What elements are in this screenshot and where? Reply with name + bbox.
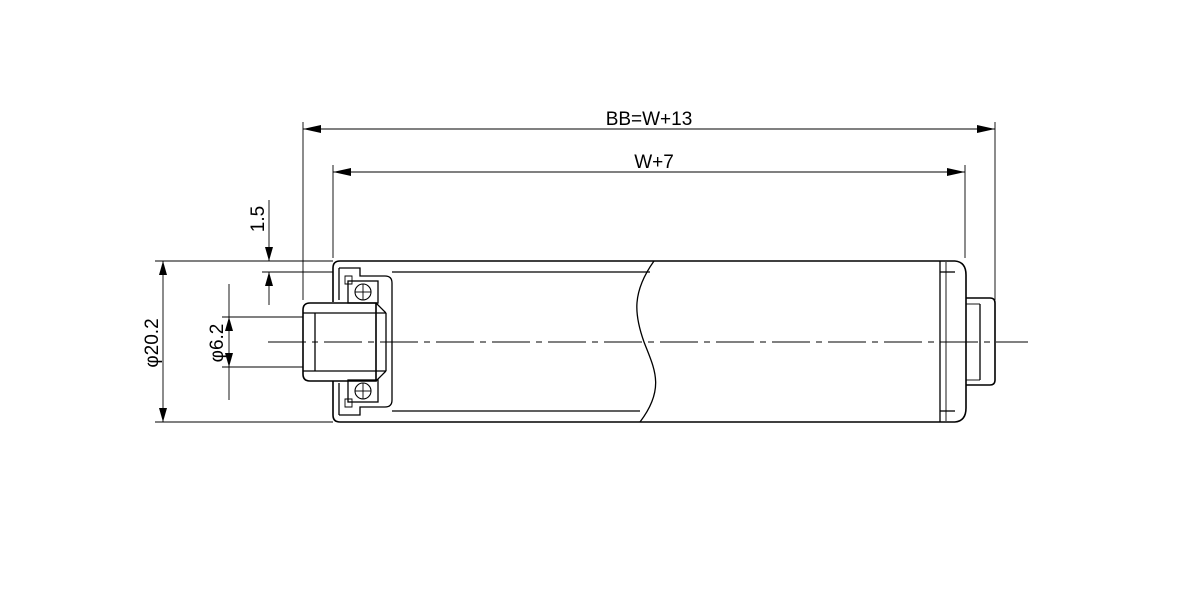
dimension-wall: 1.5	[248, 200, 273, 305]
right-shaft-stub	[966, 297, 996, 386]
dimension-shaft-label: φ6.2	[207, 324, 228, 363]
dimension-wall-label: 1.5	[248, 206, 269, 232]
extension-lines	[155, 122, 996, 423]
dimension-outer: φ20.2	[142, 261, 167, 422]
dimension-shaft: φ6.2	[207, 284, 233, 400]
dimension-outer-label: φ20.2	[142, 318, 163, 367]
dimension-w-label: W+7	[634, 152, 674, 173]
left-end-assembly	[302, 260, 393, 423]
roller-tube	[340, 260, 967, 423]
dimension-w: W+7	[333, 152, 965, 176]
dimension-bb: BB=W+13	[303, 109, 995, 133]
dimension-bb-label: BB=W+13	[606, 109, 693, 130]
break-line	[636, 260, 657, 423]
